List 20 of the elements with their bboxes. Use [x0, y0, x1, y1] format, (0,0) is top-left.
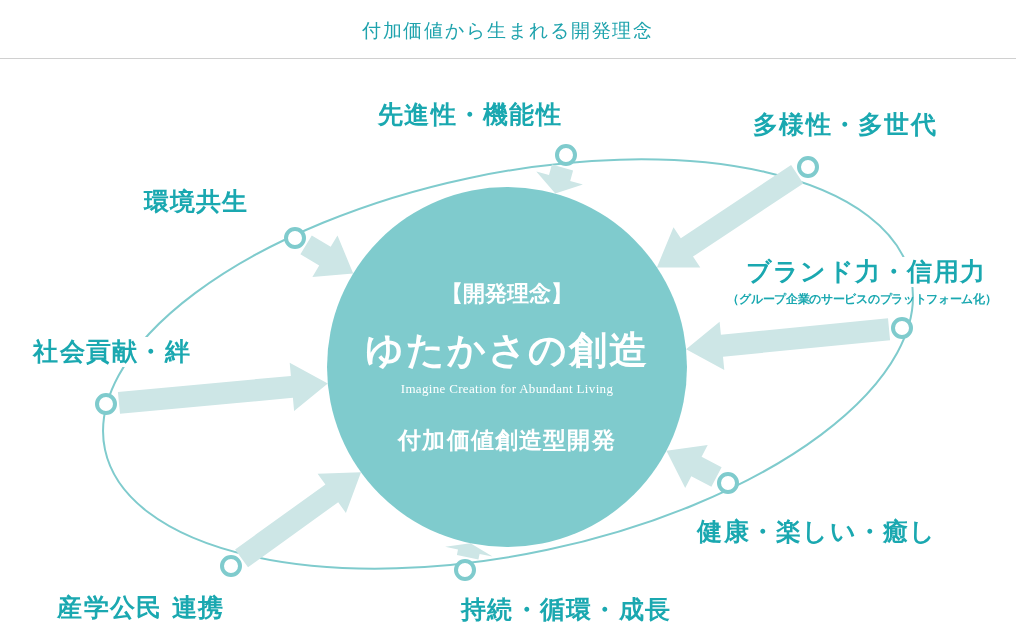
arrow	[235, 472, 361, 568]
value-label: 環境共生	[143, 187, 249, 217]
arrow	[536, 164, 583, 194]
main-concept-text: ゆたかさの創造	[364, 327, 650, 374]
arrow	[445, 543, 493, 560]
heading-text: 【開発理念】	[441, 280, 573, 308]
arrow	[300, 235, 354, 277]
value-sublabel: （グループ企業のサービスのプラットフォーム化）	[727, 292, 997, 307]
concept-subtext: 付加価値創造型開発	[398, 425, 616, 455]
arrow	[686, 318, 891, 370]
value-label: 社会貢献・絆	[33, 337, 191, 367]
value-label: 持続・循環・成長	[461, 595, 671, 625]
value-label: 多様性・多世代	[753, 110, 937, 140]
arrow	[117, 362, 328, 414]
arrow	[666, 445, 722, 488]
diagram-title: 付加価値から生まれる開発理念	[360, 18, 656, 43]
value-label: 産学公民 連携	[57, 593, 225, 623]
value-label: 先進性・機能性	[378, 100, 562, 130]
arrow	[656, 165, 804, 268]
english-subtitle: Imagine Creation for Abundant Living	[400, 380, 614, 398]
